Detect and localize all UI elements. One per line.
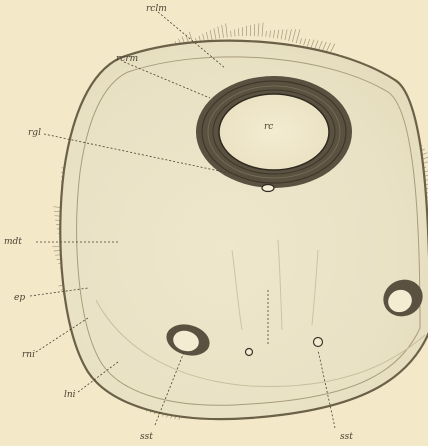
cilium bbox=[262, 23, 263, 37]
label-sst: sst bbox=[140, 432, 153, 442]
label-mdt: mdt bbox=[4, 237, 22, 247]
cilium bbox=[300, 38, 302, 44]
cilium bbox=[222, 25, 224, 38]
cilium bbox=[311, 40, 314, 49]
muscle-ring bbox=[196, 76, 352, 188]
cilium bbox=[277, 30, 279, 39]
cilium bbox=[258, 23, 259, 36]
label-rcrm: rcrm bbox=[116, 54, 138, 64]
cilium bbox=[315, 40, 319, 49]
cilium bbox=[285, 29, 287, 40]
cilium bbox=[292, 29, 295, 42]
gland bbox=[262, 185, 274, 192]
label-rni: rni bbox=[22, 350, 35, 360]
cilium bbox=[231, 31, 232, 37]
label-rc: rc bbox=[264, 122, 273, 132]
label-rclm: rclm bbox=[146, 4, 167, 14]
label-sst-right: sst bbox=[340, 432, 353, 442]
cilium bbox=[307, 39, 310, 47]
label-ep: ep bbox=[14, 293, 25, 303]
pore-right bbox=[314, 338, 323, 347]
cilium bbox=[289, 29, 292, 41]
cilium bbox=[274, 30, 275, 38]
cilium bbox=[226, 23, 228, 37]
cilium bbox=[266, 31, 267, 37]
cilium bbox=[270, 30, 271, 37]
cilium bbox=[210, 30, 212, 40]
cilium bbox=[296, 30, 300, 44]
cilium bbox=[235, 30, 236, 37]
label-rgl: rgl bbox=[28, 128, 41, 138]
label-lni: lni bbox=[64, 390, 76, 400]
cilium bbox=[218, 27, 220, 39]
cilium bbox=[281, 29, 283, 39]
cilium bbox=[304, 39, 306, 46]
cilium bbox=[206, 32, 208, 41]
cilium bbox=[214, 28, 216, 39]
pore-left bbox=[246, 349, 253, 356]
